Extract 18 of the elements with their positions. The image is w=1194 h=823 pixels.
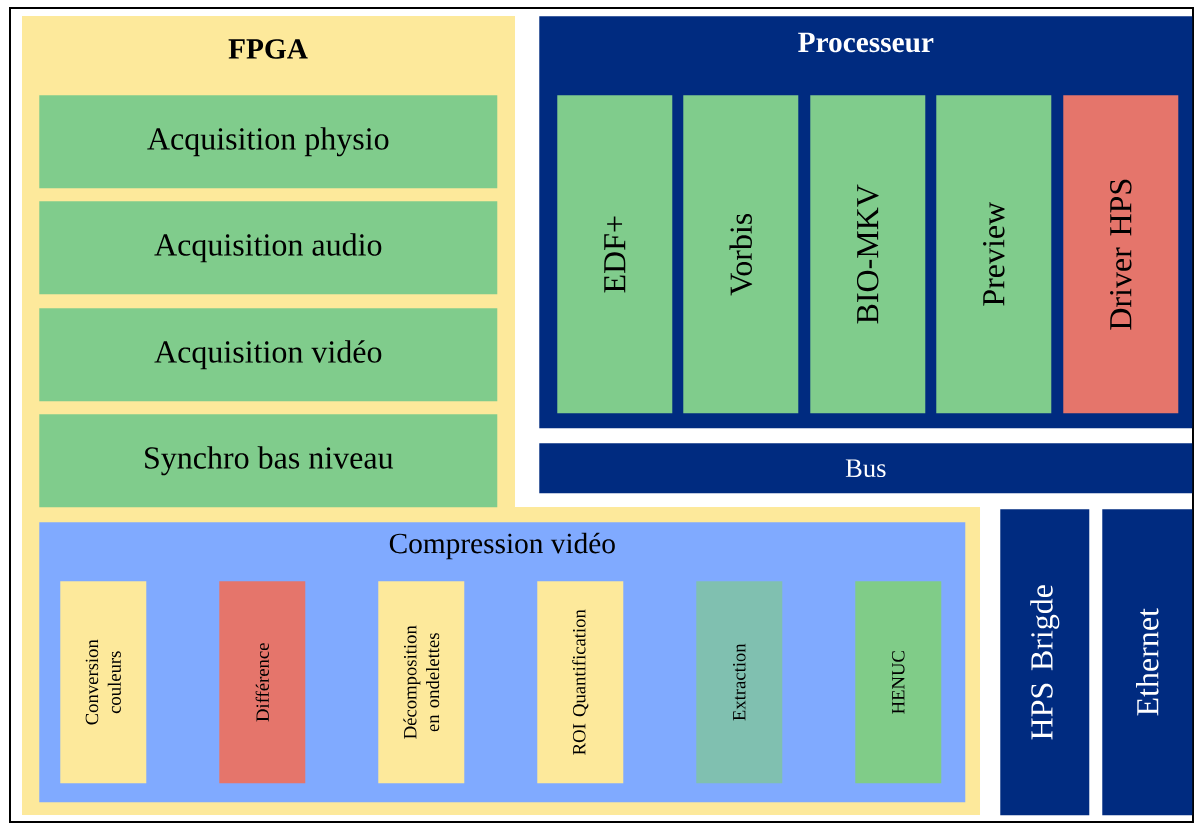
stage-box: Conversion couleurs: [60, 581, 147, 784]
module-box: EDF+: [557, 95, 673, 414]
stage-box: Extraction: [696, 581, 783, 784]
module-box: Vorbis: [683, 95, 799, 414]
module-box: BIO-MKV: [810, 95, 926, 414]
module-box: Acquisition audio: [39, 201, 498, 295]
bus-bar: Bus: [539, 443, 1193, 494]
module-box: Synchro bas niveau: [39, 414, 498, 508]
module-box: Acquisition physio: [39, 95, 498, 189]
stage-box: Décomposition en ondelettes: [378, 581, 465, 784]
module-box: Preview: [936, 95, 1052, 414]
stage-box: HENUC: [855, 581, 942, 784]
driver-box: Driver HPS: [1063, 95, 1179, 414]
interface-box: HPS Brigde: [1000, 509, 1090, 816]
interface-box: Ethernet: [1102, 509, 1193, 816]
module-box: Acquisition vidéo: [39, 308, 498, 402]
stage-box: Différence: [219, 581, 306, 784]
stage-box: ROI Quantification: [537, 581, 624, 784]
